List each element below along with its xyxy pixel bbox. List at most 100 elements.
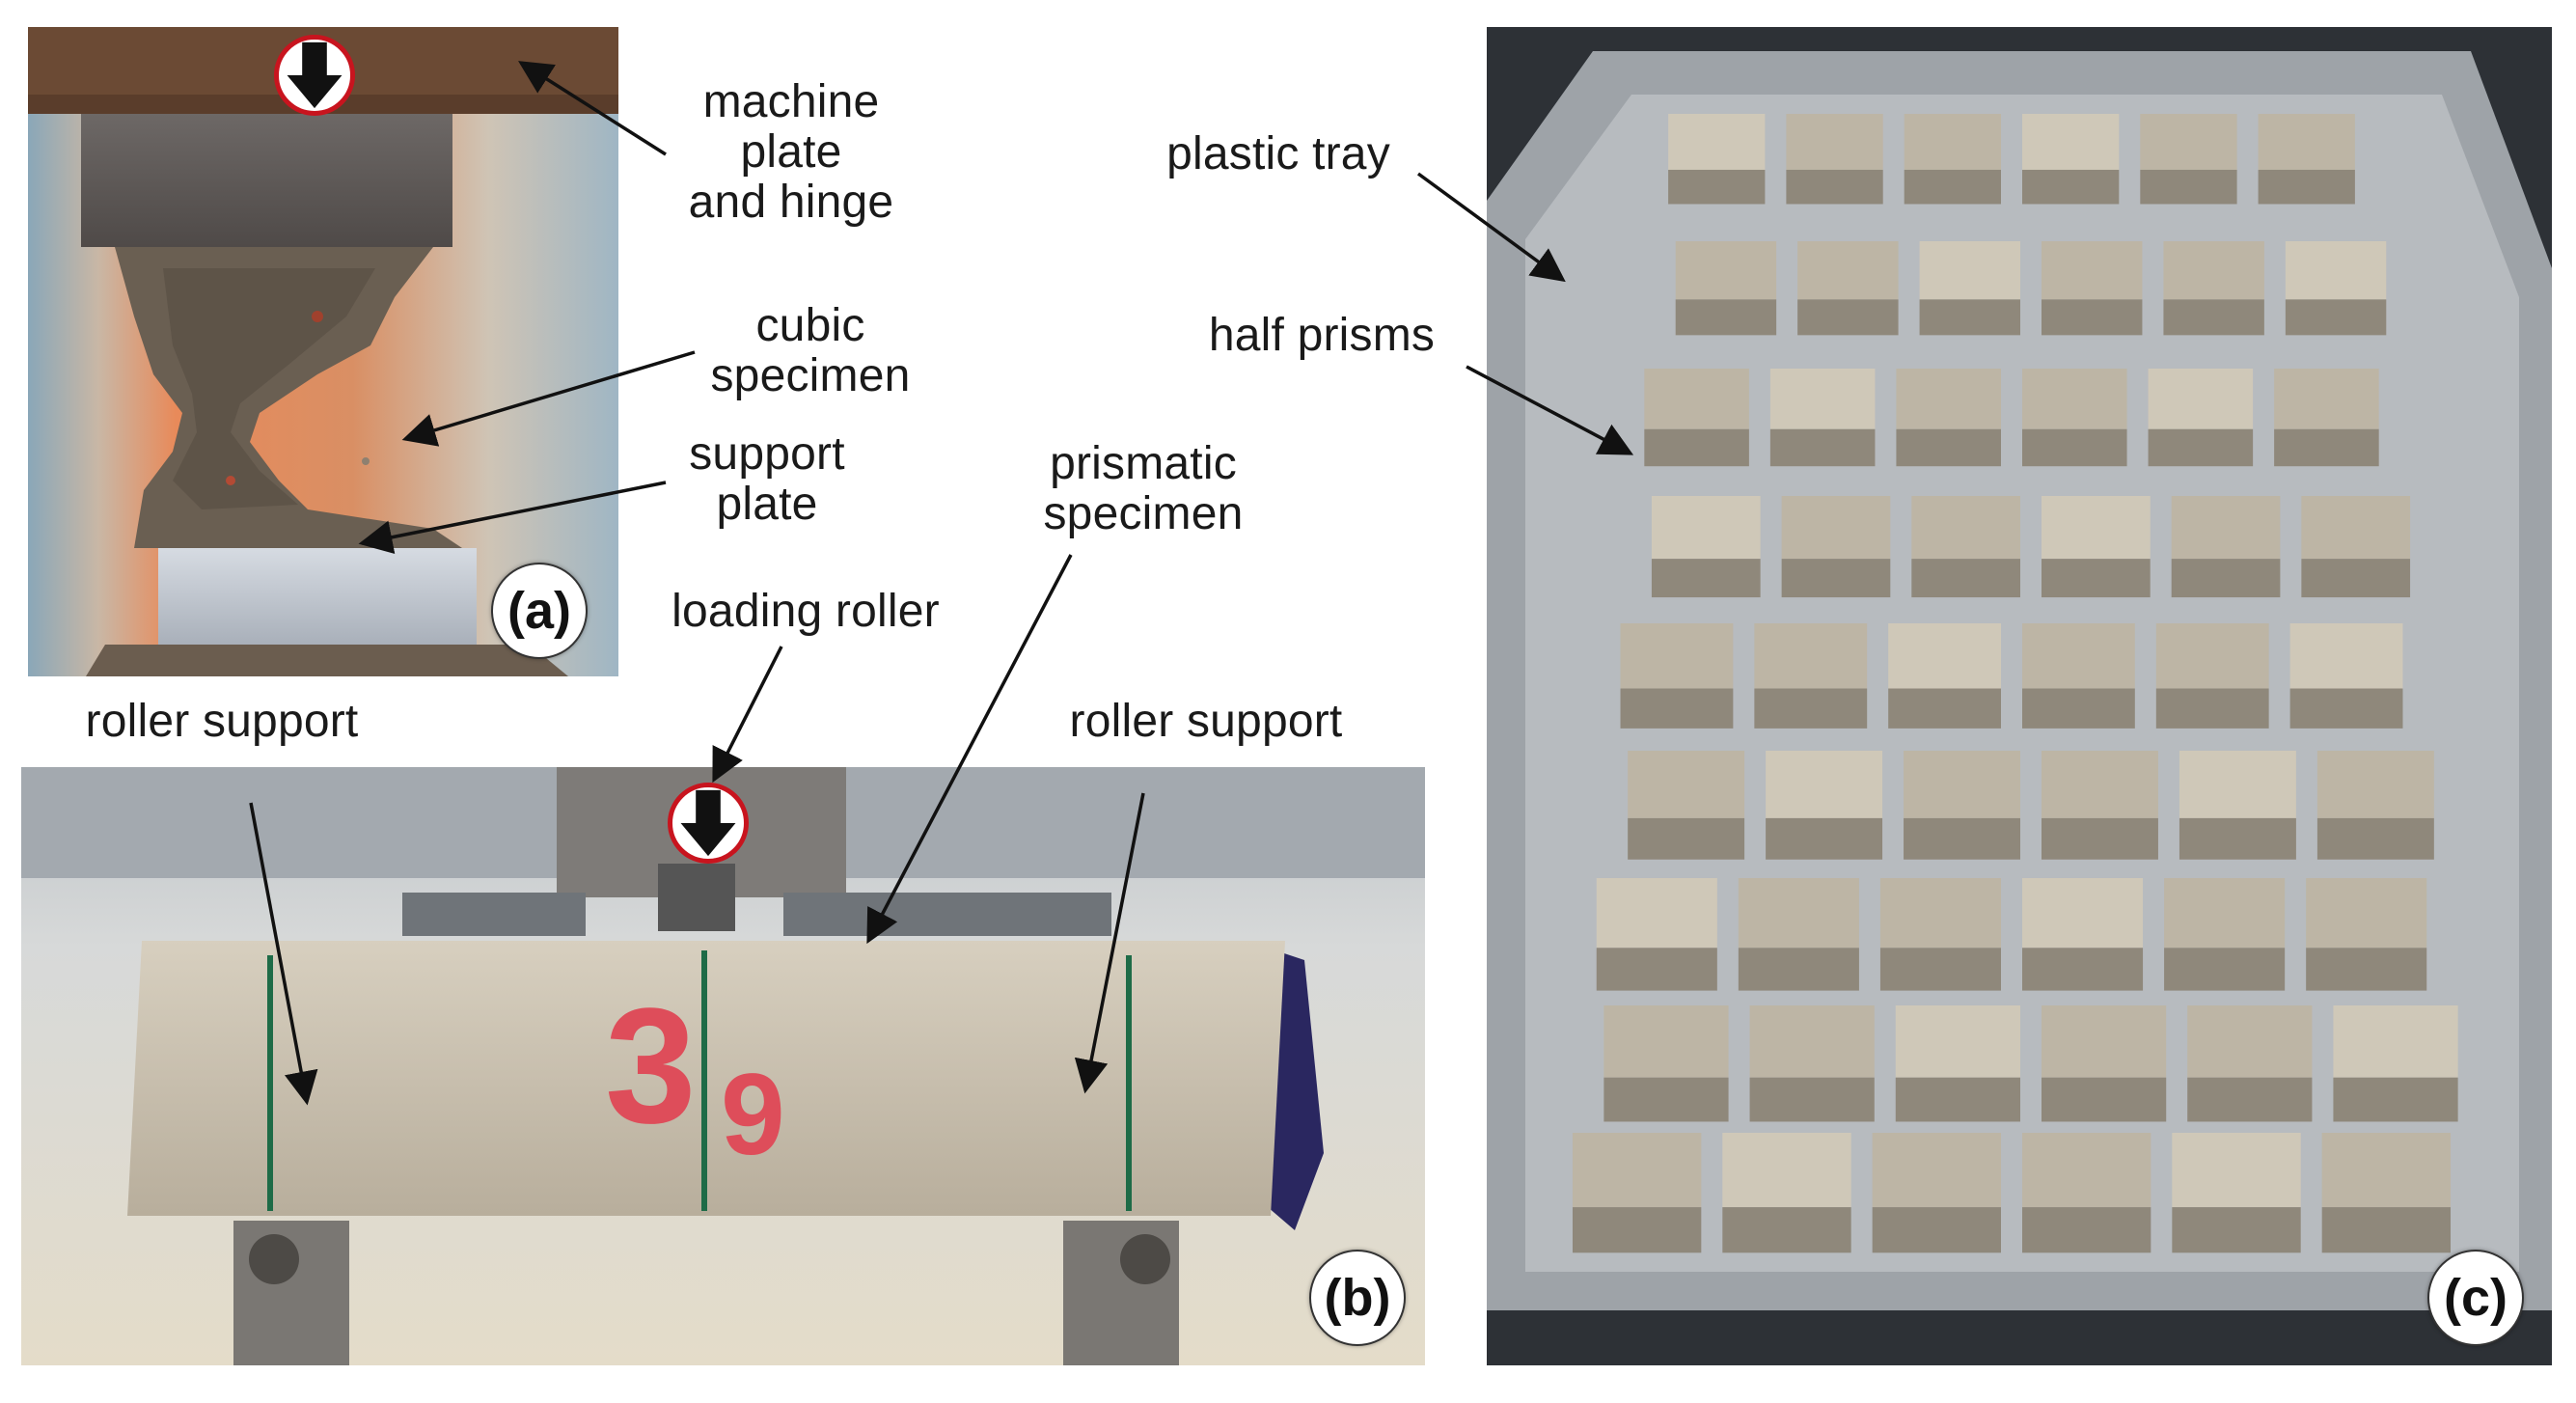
half-prism-side xyxy=(2022,948,2144,991)
half-prism xyxy=(2022,1133,2151,1208)
specimen-marking-2: 9 xyxy=(721,1050,785,1179)
tray-illustration xyxy=(1487,27,2552,1365)
label-cubic-specimen: cubic specimen xyxy=(710,300,911,401)
half-prism-side xyxy=(2171,559,2281,598)
half-prism xyxy=(1797,241,1899,300)
half-prism xyxy=(2163,241,2264,300)
half-prism xyxy=(1668,114,1766,170)
half-prism-side xyxy=(1675,299,1777,336)
half-prism xyxy=(1738,878,1859,949)
half-prism xyxy=(1628,751,1745,818)
half-prism xyxy=(2321,1133,2452,1208)
half-prism xyxy=(1781,496,1891,560)
half-prism xyxy=(2316,751,2434,818)
half-prism-side xyxy=(2306,948,2427,991)
half-prism xyxy=(2258,114,2355,170)
half-prism xyxy=(2172,1133,2301,1208)
half-prism-side xyxy=(1911,559,2020,598)
half-prism xyxy=(1644,369,1749,429)
half-prism xyxy=(1766,751,1883,818)
half-prism-side xyxy=(2148,428,2254,467)
half-prism-side xyxy=(2155,688,2269,729)
half-prism xyxy=(2301,496,2411,560)
half-prism xyxy=(2140,114,2237,170)
half-prism xyxy=(1651,496,1761,560)
half-prism xyxy=(2022,369,2127,429)
half-prism-side xyxy=(2022,169,2120,205)
half-prism xyxy=(1572,1133,1702,1208)
half-prism xyxy=(2179,751,2296,818)
half-prism-side xyxy=(1766,817,1883,860)
label-prismatic-specimen: prismatic specimen xyxy=(1043,438,1244,539)
half-prism xyxy=(2289,623,2403,689)
half-prism-side xyxy=(2274,428,2379,467)
down-arrow-icon xyxy=(680,789,736,857)
half-prism-side xyxy=(2042,299,2143,336)
half-prism-side xyxy=(2179,817,2296,860)
half-prism-side xyxy=(2042,1077,2167,1122)
half-prism-side xyxy=(2022,688,2135,729)
half-prism xyxy=(1769,369,1876,429)
half-prism-side xyxy=(2140,169,2237,205)
half-prism-side xyxy=(1786,169,1883,205)
half-prism-side xyxy=(2333,1077,2458,1122)
half-prism xyxy=(2022,114,2120,170)
panel-tag-c: (c) xyxy=(2427,1250,2524,1346)
half-prism xyxy=(1675,241,1777,300)
half-prism xyxy=(2187,1005,2313,1078)
half-prism xyxy=(1895,1005,2020,1078)
half-prism-side xyxy=(1628,817,1745,860)
half-prism-side xyxy=(2022,1207,2151,1253)
half-prism xyxy=(2155,623,2269,689)
half-prism xyxy=(2042,751,2158,818)
half-prism-side xyxy=(1668,169,1766,205)
half-prism-side xyxy=(1572,1207,1702,1253)
half-prism-side xyxy=(1644,428,1749,467)
half-prism-side xyxy=(1781,559,1891,598)
half-prism xyxy=(2333,1005,2458,1078)
half-prism-side xyxy=(2022,428,2127,467)
panel-tag-b: (b) xyxy=(1309,1250,1406,1346)
label-half-prisms: half prisms xyxy=(1208,310,1436,361)
half-prism xyxy=(2042,241,2143,300)
half-prism-side xyxy=(1919,299,2020,336)
half-prism xyxy=(1603,1005,1729,1078)
half-prism xyxy=(2022,878,2144,949)
half-prism-side xyxy=(1749,1077,1875,1122)
half-prism xyxy=(1904,114,2001,170)
photo-tray-of-half-prisms: (c) xyxy=(1487,27,2552,1365)
half-prism-side xyxy=(1603,1077,1729,1122)
label-roller-support-left: roller support xyxy=(85,696,359,747)
half-prism-side xyxy=(2172,1207,2301,1253)
half-prism xyxy=(1888,623,2001,689)
half-prism-side xyxy=(1651,559,1761,598)
half-prism xyxy=(1596,878,1717,949)
half-prism-side xyxy=(1879,948,2001,991)
half-prism-side xyxy=(2164,948,2286,991)
half-prism-side xyxy=(1769,428,1876,467)
half-prism xyxy=(1896,369,2001,429)
half-prism xyxy=(2306,878,2427,949)
half-prism xyxy=(2274,369,2379,429)
label-roller-support-right: roller support xyxy=(1069,696,1343,747)
label-machine-plate-and-hinge: machine plate and hinge xyxy=(688,76,894,228)
half-prism-side xyxy=(2316,817,2434,860)
half-prism xyxy=(1754,623,1868,689)
label-support-plate: support plate xyxy=(689,428,845,530)
half-prism xyxy=(1722,1133,1851,1208)
half-prism-side xyxy=(1754,688,1868,729)
label-plastic-tray: plastic tray xyxy=(1166,128,1390,179)
half-prism xyxy=(2171,496,2281,560)
half-prism-side xyxy=(1896,428,2001,467)
half-prism xyxy=(1620,623,1734,689)
arrow-loading-roller xyxy=(712,646,783,784)
half-prism xyxy=(1879,878,2001,949)
half-prism-side xyxy=(2258,169,2355,205)
half-prism-side xyxy=(1620,688,1734,729)
load-direction-marker xyxy=(668,783,749,864)
half-prism-side xyxy=(1904,817,2020,860)
half-prism-side xyxy=(1872,1207,2001,1253)
half-prism-side xyxy=(2187,1077,2313,1122)
half-prism-side xyxy=(1596,948,1717,991)
specimen-marking: 3 xyxy=(605,975,697,1158)
